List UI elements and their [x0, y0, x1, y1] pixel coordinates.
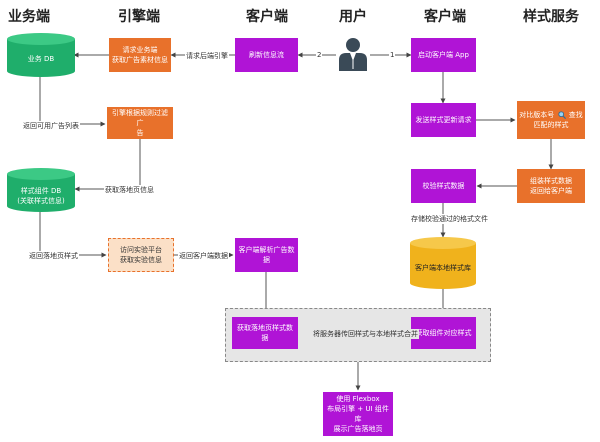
engine-filter-box: 引擎根据规则过滤广 告	[107, 107, 173, 139]
edge-styledb-to-exp	[39, 210, 107, 258]
engine-filter-line1: 引擎根据规则过滤广	[112, 109, 168, 127]
compare-version-find: 查找	[568, 111, 583, 119]
user-icon	[339, 38, 367, 71]
compare-version-line2: 匹配的样式	[533, 121, 569, 129]
style-db-label: 样式组件 DB (关联样式信息)	[6, 186, 76, 206]
exp-platform-line1: 访问实验平台	[120, 246, 162, 254]
local-style-db-cylinder	[410, 237, 476, 289]
compare-version-box: 对比版本号 查找 匹配的样式	[517, 101, 585, 139]
flexbox-render-line1: 使用 Flexbox	[336, 395, 380, 403]
header-engine: 引擎端	[118, 9, 160, 25]
local-style-db-label: 客户端本地样式库	[415, 264, 471, 272]
return-landing-style-label: 返回落地页样式	[28, 251, 79, 261]
flexbox-render-line3: 展示广告落地页	[333, 425, 383, 433]
header-style-service: 样式服务	[523, 9, 579, 25]
step-1-label: 1	[389, 51, 396, 59]
header-user: 用户	[339, 9, 367, 25]
store-verified-label: 存储校验通过的格式文件	[410, 214, 489, 224]
get-landing-style-box: 获取落地页样式数据	[232, 317, 298, 349]
exp-platform-box: 访问实验平台 获取实验信息	[108, 238, 174, 272]
style-db-cylinder	[7, 168, 75, 212]
header-client-left: 客户端	[246, 9, 288, 25]
return-ad-list-label: 返回可用广告列表	[22, 121, 80, 131]
start-app-box: 启动客户端 App	[411, 38, 476, 72]
send-update-box: 发送样式更新请求	[411, 103, 476, 137]
edge-db-to-filter	[39, 76, 106, 127]
edge-filter-to-styledb	[74, 139, 141, 192]
style-db-label-line1: 样式组件 DB	[20, 187, 62, 195]
style-db-label-line2: (关联样式信息)	[17, 197, 65, 205]
request-business-line2: 获取广告素材信息	[112, 56, 168, 64]
verify-style-box: 校验样式数据	[411, 169, 476, 203]
get-component-style-box: 获取组件对应样式	[411, 317, 476, 349]
business-db-label: 业务 DB	[27, 55, 55, 63]
step-2-label: 2	[316, 51, 323, 59]
request-business-box: 请求业务端 获取广告素材信息	[109, 38, 171, 72]
request-business-line1: 请求业务端	[122, 46, 158, 54]
header-client-right: 客户端	[424, 9, 466, 25]
flexbox-render-box: 使用 Flexbox 布局引擎 + UI 组件库 展示广告落地页	[323, 392, 393, 436]
request-engine-label: 请求后端引擎	[185, 51, 229, 61]
exp-platform-line2: 获取实验信息	[120, 256, 162, 264]
magnifier-icon	[557, 111, 566, 120]
return-client-data-label: 返回客户端数据	[178, 251, 229, 261]
merge-styles-label: 将服务器传回样式与本地样式合并	[312, 329, 419, 339]
header-business: 业务端	[8, 9, 50, 25]
flexbox-render-line2: 布局引擎 + UI 组件库	[327, 405, 389, 423]
refresh-feed-box: 刷新信息流	[235, 38, 298, 72]
business-db-cylinder	[7, 33, 75, 77]
get-landing-info-label: 获取落地页信息	[104, 185, 155, 195]
client-parse-box: 客户端解析广告数据	[235, 238, 298, 272]
engine-filter-line2: 告	[136, 129, 144, 137]
assemble-style-line2: 返回给客户端	[530, 187, 572, 195]
assemble-style-line1: 组装样式数据	[530, 177, 572, 185]
assemble-style-box: 组装样式数据 返回给客户端	[517, 169, 585, 203]
compare-version-text: 对比版本号	[519, 111, 555, 119]
